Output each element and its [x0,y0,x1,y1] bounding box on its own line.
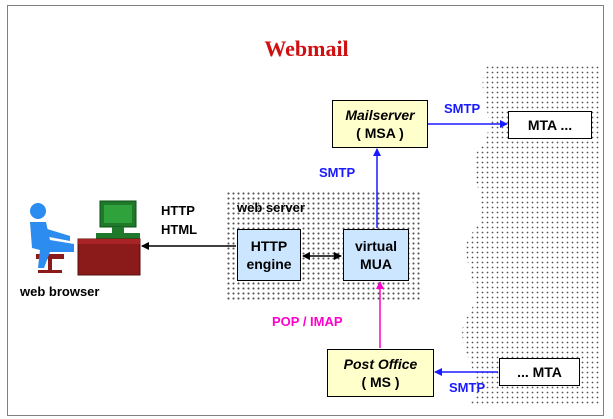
web-server-label: web server [237,200,305,215]
http-engine-line2: engine [246,256,292,272]
post-office-name: Post Office [343,356,418,372]
slide-title: Webmail [264,36,349,61]
mta-top-box: MTA ... [508,111,592,139]
pop-imap-label: POP / IMAP [272,314,343,329]
smtp-label-middle: SMTP [319,165,356,180]
http-label: HTTP [161,203,195,218]
mailserver-role: ( MSA ) [356,125,404,141]
virtual-mua-box: virtual MUA [343,229,409,281]
html-label: HTML [161,222,198,237]
slide-frame [7,5,604,416]
post-office-box: Post Office ( MS ) [327,349,434,397]
mta-bottom-box: ... MTA [499,358,580,386]
mailserver-box: Mailserver ( MSA ) [332,100,428,148]
http-engine-box: HTTP engine [237,229,301,281]
virtual-mua-line2: MUA [360,256,392,272]
mailserver-name: Mailserver [345,107,415,123]
mta-bottom-label: ... MTA [517,364,562,380]
post-office-role: ( MS ) [361,374,400,390]
smtp-label-bottom: SMTP [449,380,486,395]
smtp-label-top: SMTP [444,101,481,116]
web-browser-label: web browser [20,284,100,299]
http-engine-line1: HTTP [250,238,288,254]
mta-top-label: MTA ... [527,117,573,133]
virtual-mua-line1: virtual [354,238,397,254]
